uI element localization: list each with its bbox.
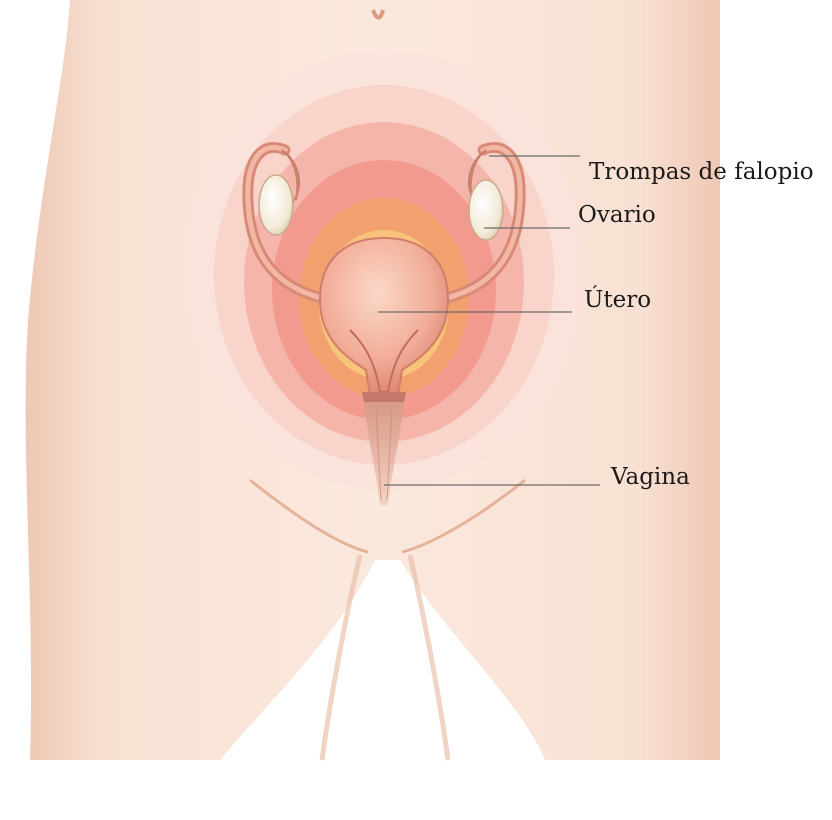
label-vagina: Vagina [611,466,690,489]
label-fallopian-tubes: Trompas de falopio [589,161,814,184]
label-ovary: Ovario [578,204,656,227]
label-uterus: Útero [584,289,651,312]
